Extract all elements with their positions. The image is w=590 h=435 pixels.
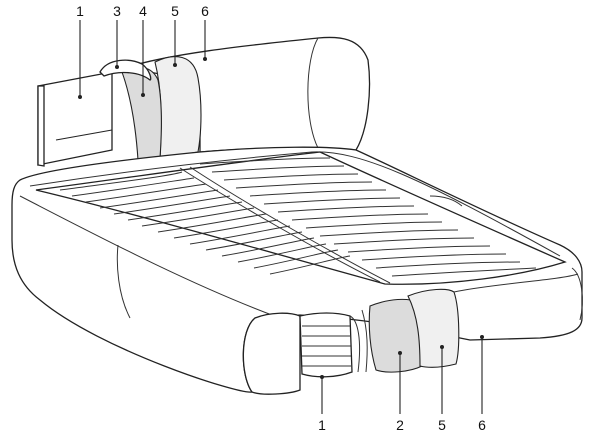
front-layer-5 — [407, 288, 460, 368]
callout-bottom-5: 5 — [438, 417, 446, 433]
headboard-layer-4 — [121, 66, 162, 161]
headboard — [37, 36, 371, 167]
callout-top-1: 1 — [76, 3, 84, 19]
callouts-bottom: 1 2 5 6 — [318, 417, 486, 433]
front-layer-1 — [299, 312, 353, 378]
callout-top-4: 4 — [139, 3, 147, 19]
front-cutaway — [299, 273, 579, 378]
headboard-layer-5 — [154, 56, 202, 159]
callout-top-5: 5 — [171, 3, 179, 19]
callout-bottom-6: 6 — [478, 417, 486, 433]
front-layer-2 — [368, 298, 423, 373]
headboard-layer-3 — [99, 59, 152, 81]
leader-lines — [78, 20, 484, 414]
callouts-top: 1 3 4 5 6 — [76, 3, 209, 19]
callout-top-6: 6 — [201, 3, 209, 19]
callout-top-3: 3 — [113, 3, 121, 19]
callout-bottom-1: 1 — [318, 417, 326, 433]
slatted-base — [35, 151, 567, 285]
callout-bottom-2: 2 — [396, 417, 404, 433]
